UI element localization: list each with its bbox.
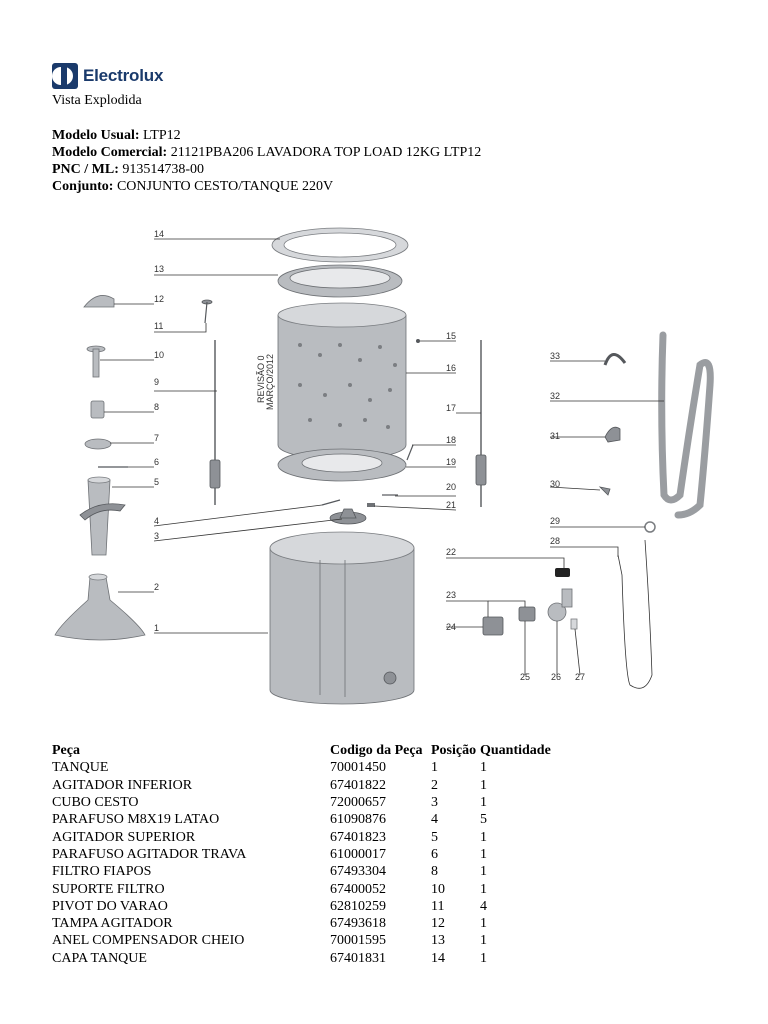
diagram-label-17: 17 [446, 403, 456, 413]
column-header-posicao: Posição [431, 743, 477, 759]
info-row-modelo-usual: Modelo Usual: LTP12 [52, 128, 181, 143]
brand-logo: Electrolux [52, 61, 163, 91]
diagram-label-24: 24 [446, 622, 456, 632]
part-10-filter-support [86, 345, 106, 378]
diagram-label-7: 7 [154, 433, 159, 443]
part-31-elbow [604, 426, 621, 443]
part-28-inlet-hose [617, 539, 653, 689]
part-24-actuator [482, 616, 504, 636]
part-18-pin [406, 444, 414, 461]
diagram-label-16: 16 [446, 363, 456, 373]
diagram-label-27: 27 [575, 672, 585, 682]
part-14-tank-cover [271, 227, 409, 263]
part-7-cap [84, 438, 112, 450]
part-12-agitator-cap [83, 295, 115, 308]
diagram-label-12: 12 [154, 294, 164, 304]
info-row-pnc: PNC / ML: 913514738-00 [52, 162, 205, 177]
column-header-codigo: Codigo da Peça [330, 743, 423, 759]
info-row-conjunto: Conjunto: CONJUNTO CESTO/TANQUE 220V [52, 179, 334, 194]
diagram-label-14: 14 [154, 229, 164, 239]
part-29-ring [644, 521, 656, 533]
part-11-pivot [201, 299, 213, 324]
diagram-label-5: 5 [154, 477, 159, 487]
diagram-label-13: 13 [154, 264, 164, 274]
part-21-clip [367, 503, 375, 507]
brand-name: Electrolux [83, 66, 164, 85]
diagram-label-1: 1 [154, 623, 159, 633]
part-23-valve [518, 606, 536, 622]
diagram-label-25: 25 [520, 672, 530, 682]
part-4-screw [321, 499, 341, 506]
part-17-suspension-rod [475, 340, 487, 507]
diagram-label-22: 22 [446, 547, 456, 557]
diagram-label-19: 19 [446, 457, 456, 467]
diagram-label-8: 8 [154, 402, 159, 412]
diagram-label-9: 9 [154, 377, 159, 387]
diagram-label-21: 21 [446, 500, 456, 510]
diagram-label-3: 3 [154, 531, 159, 541]
part-5-upper-agitator [79, 476, 126, 556]
part-26-drain-valve [547, 588, 578, 630]
diagram-label-10: 10 [154, 350, 164, 360]
part-15-clip [416, 339, 420, 343]
electrolux-logo-icon [52, 63, 78, 89]
part-33-hose-hook [603, 353, 627, 366]
table-header-row: Peça Codigo da Peça Posição Quantidade [52, 742, 560, 759]
revision-text-1: REVISÃO 0 [256, 355, 266, 403]
diagram-label-4: 4 [154, 516, 159, 526]
part-2-lower-agitator [54, 573, 146, 641]
diagram-label-15: 15 [446, 331, 456, 341]
diagram-label-28: 28 [550, 536, 560, 546]
info-row-modelo-comercial: Modelo Comercial: 21121PBA206 LAVADORA T… [52, 145, 482, 160]
part-32-drain-hose [658, 331, 714, 519]
part-3-hub [329, 508, 367, 525]
part-30-connector [598, 486, 611, 496]
diagram-label-23: 23 [446, 590, 456, 600]
diagram-label-29: 29 [550, 516, 560, 526]
part-22-plug [555, 568, 570, 577]
diagram-label-20: 20 [446, 482, 456, 492]
revision-text-2: MARÇO/2012 [265, 354, 275, 410]
diagram-label-26: 26 [551, 672, 561, 682]
page-subtitle: Vista Explodida [52, 93, 142, 108]
exploded-view-diagram: REVISÃO 0 MARÇO/2012 [54, 227, 714, 705]
part-9-suspension-rod [209, 340, 221, 505]
column-header-peca: Peça [52, 743, 80, 759]
diagram-label-33: 33 [550, 351, 560, 361]
part-1-tank [269, 531, 415, 705]
part-16-basket [277, 302, 407, 460]
diagram-label-31: 31 [550, 431, 560, 441]
column-header-quantidade: Quantidade [480, 743, 551, 759]
part-13-balance-ring [277, 264, 403, 298]
diagram-label-6: 6 [154, 457, 159, 467]
diagram-label-30: 30 [550, 479, 560, 489]
part-19-basket-base [277, 448, 407, 482]
diagram-label-18: 18 [446, 435, 456, 445]
part-8-filter [90, 400, 105, 419]
diagram-label-32: 32 [550, 391, 560, 401]
model-info: Modelo Usual: LTP12 Modelo Comercial: 21… [52, 127, 481, 195]
parts-table: Peça Codigo da Peça Posição Quantidade T… [52, 742, 560, 967]
diagram-label-2: 2 [154, 582, 159, 592]
diagram-label-11: 11 [154, 321, 163, 331]
